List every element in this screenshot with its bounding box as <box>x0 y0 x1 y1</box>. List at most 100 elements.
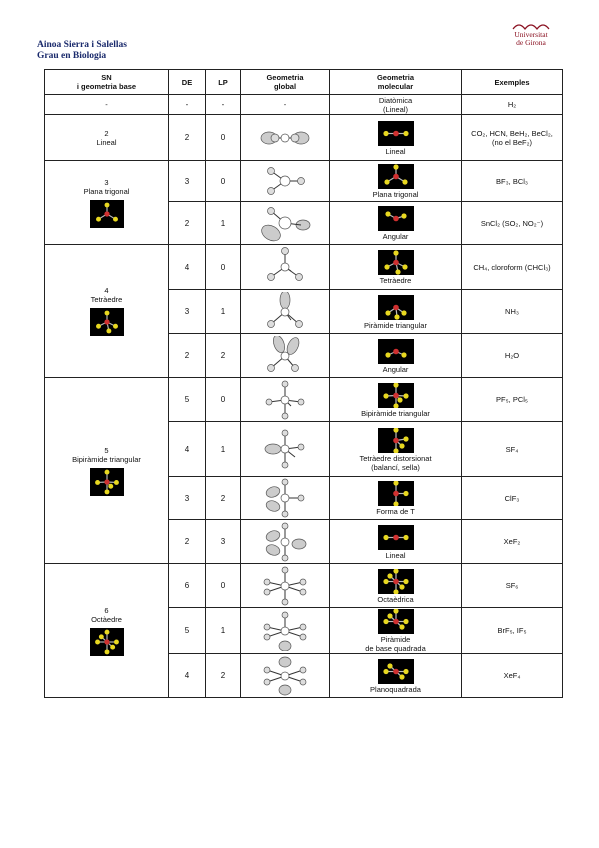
global-geometry-icon <box>265 478 305 518</box>
sn-number: 6 <box>104 605 109 615</box>
molecular-geometry-cell: Forma de T <box>329 476 462 520</box>
molecular-geometry-label: Octaèdrica <box>377 594 414 604</box>
global-geometry-icon <box>267 335 300 372</box>
molecule-model-icon <box>377 609 414 634</box>
molecular-geometry-label: Tetràedre <box>379 276 412 285</box>
base-geometry-icon <box>89 308 124 336</box>
molecular-geometry-label: (balancí, sella) <box>371 462 420 472</box>
sn-number: - <box>105 100 108 109</box>
molecular-geometry-label: Lineal <box>385 550 406 560</box>
global-geometry-icon <box>267 247 303 281</box>
molecule-model-icon <box>377 338 414 364</box>
global-geometry-text: - <box>283 100 287 109</box>
global-geometry-cell <box>240 244 330 290</box>
molecular-geometry-label: de base quadrada <box>365 644 426 653</box>
molecular-geometry-label: Piràmide triangular <box>364 320 427 330</box>
molecular-geometry-label: Lineal <box>385 146 406 156</box>
lp-cell: 2 <box>205 653 241 698</box>
de-cell: 2 <box>168 201 206 245</box>
examples-cell: H₂O <box>461 333 563 378</box>
global-geometry-cell <box>240 201 330 245</box>
base-geometry-icon <box>89 627 124 656</box>
molecule-model-icon <box>377 250 414 275</box>
de-cell: 5 <box>168 377 206 422</box>
global-geometry-cell: - <box>240 94 330 115</box>
global-geometry-icon <box>260 131 310 144</box>
lp-cell: 0 <box>205 563 241 608</box>
logo-line-2: de Girona <box>516 38 546 47</box>
molecule-model-icon <box>377 382 414 408</box>
molecular-geometry-cell: Tetràedre distorsionat(balancí, sella) <box>329 421 462 477</box>
global-geometry-cell <box>240 476 330 520</box>
sn-number: 3 <box>104 177 109 187</box>
header-examples: Exemples <box>461 69 563 95</box>
molecular-geometry-cell: Lineal <box>329 519 462 564</box>
global-geometry-icon <box>267 167 305 195</box>
de-cell: 4 <box>168 653 206 698</box>
logo-line-1: Universitat <box>514 30 548 39</box>
molecule-model-icon <box>377 524 414 550</box>
examples-cell: PF₅, PCl₅ <box>461 377 563 422</box>
molecular-geometry-label: Tetràedre distorsionat <box>359 453 432 463</box>
author-name: Ainoa Sierra i Salellas <box>37 40 127 50</box>
global-geometry-icon <box>265 522 307 561</box>
author-block: Ainoa Sierra i Salellas Grau en Biologia <box>37 40 127 62</box>
lp-cell: 1 <box>205 201 241 245</box>
molecular-geometry-label: Bipiràmide triangular <box>361 408 430 418</box>
molecular-geometry-cell: Planoquadrada <box>329 653 462 698</box>
molecular-geometry-cell: Angular <box>329 201 462 245</box>
lp-cell: 1 <box>205 421 241 477</box>
global-geometry-cell <box>240 160 330 202</box>
global-geometry-icon <box>263 611 307 651</box>
molecular-geometry-cell: Bipiràmide triangular <box>329 377 462 422</box>
de-cell: 2 <box>168 333 206 378</box>
molecule-model-icon <box>377 294 414 320</box>
examples-cell: NH₃ <box>461 289 563 334</box>
base-geometry-icon <box>89 199 124 228</box>
lp-cell: 0 <box>205 160 241 202</box>
global-geometry-icon <box>261 207 311 242</box>
lp-cell: - <box>205 94 241 115</box>
de-cell: 3 <box>168 160 206 202</box>
sn-cell: - <box>44 94 169 115</box>
lp-cell: 1 <box>205 289 241 334</box>
lp-cell: 2 <box>205 476 241 520</box>
logo-emblem-icon <box>512 24 550 30</box>
molecular-geometry-cell: Lineal <box>329 114 462 161</box>
header-lp: LP <box>205 69 241 95</box>
de-cell: 6 <box>168 563 206 608</box>
lp-cell: 2 <box>205 333 241 378</box>
sn-geometry-name: Tetràedre <box>90 295 123 304</box>
examples-cell: H₂ <box>461 94 563 115</box>
molecule-model-icon <box>377 568 414 594</box>
sn-geometry-name: Bipiràmide triangular <box>72 454 141 464</box>
global-geometry-icon <box>265 380 305 419</box>
examples-cell: BrF₅, IF₅ <box>461 607 563 654</box>
global-geometry-cell <box>240 653 330 698</box>
sn-number: 4 <box>104 286 109 295</box>
examples-cell: XeF₄ <box>461 653 563 698</box>
table-row: ----Diatòmica(Lineal)H₂ <box>44 94 563 115</box>
examples-cell: ClF₃ <box>461 476 563 520</box>
global-geometry-cell <box>240 519 330 564</box>
de-cell: 2 <box>168 114 206 161</box>
molecular-geometry-cell: Octaèdrica <box>329 563 462 608</box>
sn-number: 2 <box>104 128 109 138</box>
